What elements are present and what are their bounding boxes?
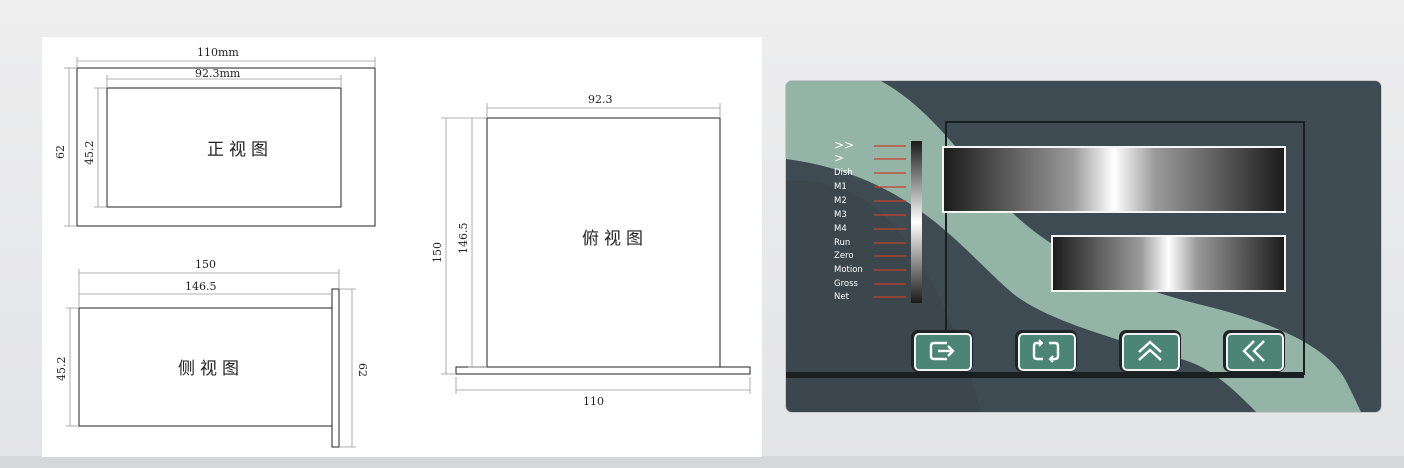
- indicator-fast-forward: >>: [834, 138, 855, 152]
- bargraph-indicator: [911, 141, 922, 303]
- front-width-outer-label: 110mm: [197, 46, 239, 59]
- main-display: [942, 146, 1286, 213]
- double-left-chevron-icon: [1242, 340, 1265, 362]
- drawing-lines: [64, 57, 751, 448]
- side-height-body-label: 45.2: [55, 356, 68, 382]
- up-button[interactable]: [1119, 330, 1181, 372]
- side-view-title: 侧视图: [178, 359, 244, 379]
- indicator-gross: Gross: [834, 279, 858, 289]
- front-height-inner-label: 45.2: [83, 140, 96, 166]
- side-view-flange: [331, 288, 340, 448]
- enter-button[interactable]: [911, 330, 973, 372]
- background-strip: [0, 456, 1404, 468]
- front-view-title: 正视图: [207, 140, 273, 160]
- cycle-button[interactable]: [1015, 330, 1077, 372]
- secondary-display: [1051, 235, 1286, 292]
- top-height-total-label: 150: [431, 242, 444, 263]
- side-height-flange-label: 62: [356, 363, 369, 377]
- indicator-run: Run: [834, 238, 851, 248]
- front-view-inner-frame: [106, 87, 342, 208]
- double-up-chevron-icon: [1138, 340, 1162, 361]
- indicator-m2: M2: [834, 196, 847, 206]
- dimension-drawing: 110mm 92.3mm 62 45.2 正视图 150 146.5 45.2 …: [42, 37, 762, 457]
- indicator-lines: [874, 145, 906, 298]
- indicator-motion: Motion: [834, 265, 863, 275]
- top-width-body-label: 92.3: [588, 93, 613, 106]
- enter-icon: [929, 341, 955, 361]
- side-length-total-label: 150: [195, 258, 216, 271]
- side-length-body-label: 146.5: [185, 280, 217, 293]
- indicator-forward: >: [834, 151, 845, 165]
- indicator-m4: M4: [834, 224, 847, 234]
- front-view-outer-frame: [76, 67, 376, 227]
- indicator-m1: M1: [834, 182, 847, 192]
- top-view-flange: [455, 366, 751, 375]
- front-height-outer-label: 62: [54, 145, 67, 159]
- top-view-title: 俯视图: [582, 229, 648, 249]
- front-width-inner-label: 92.3mm: [195, 67, 241, 80]
- back-button[interactable]: [1223, 330, 1285, 372]
- indicator-net: Net: [834, 292, 849, 302]
- indicator-zero: Zero: [834, 251, 854, 261]
- top-height-body-label: 146.5: [457, 222, 470, 255]
- top-width-flange-label: 110: [583, 395, 604, 408]
- panel-wave-shape: [786, 81, 1361, 412]
- panel-graphics: [786, 81, 1361, 412]
- indicator-dish: Dish: [834, 168, 853, 178]
- indicator-m3: M3: [834, 210, 847, 220]
- cycle-icon: [1032, 339, 1060, 363]
- weighing-controller-panel: >> > Dish M1 M2 M3 M4 Run Zero Motion Gr…: [786, 81, 1381, 412]
